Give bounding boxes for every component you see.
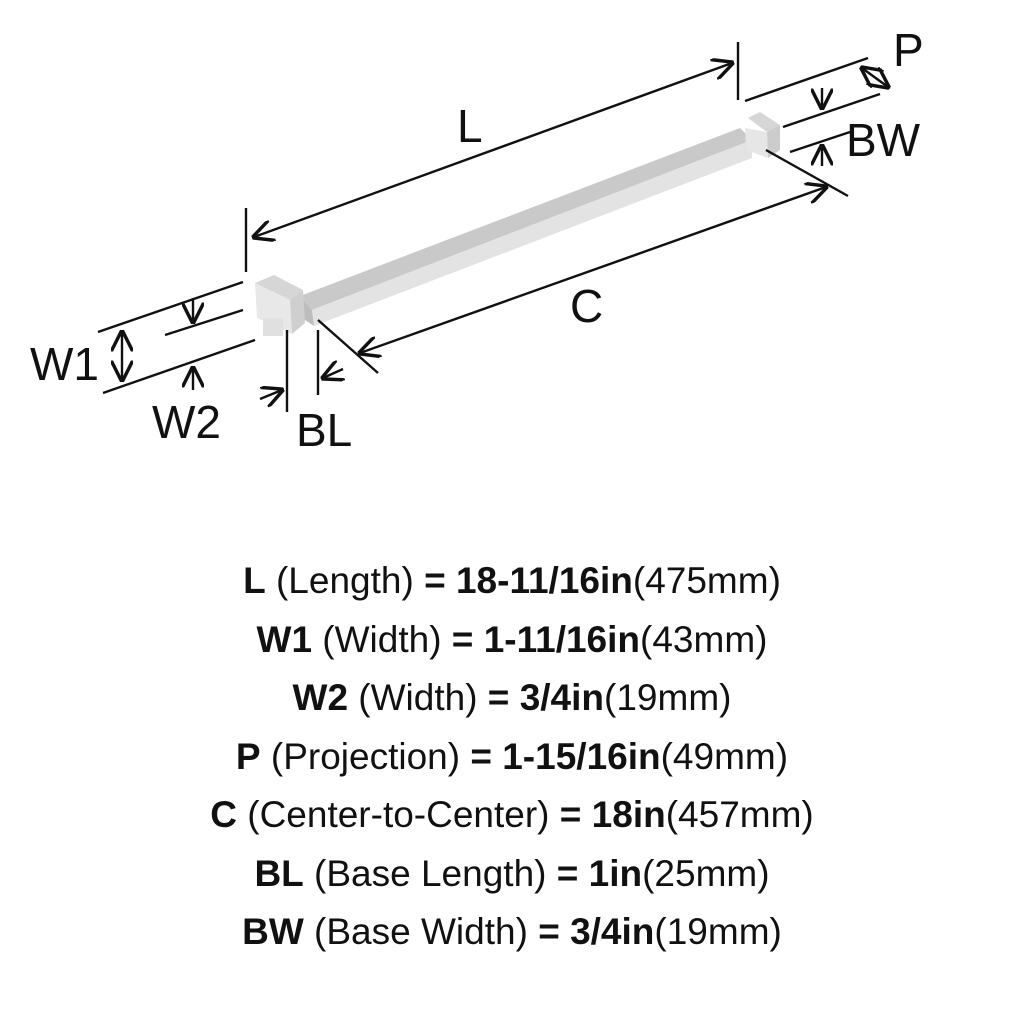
bw-extension-top <box>782 92 881 129</box>
spec-desc: (Length) <box>265 560 425 601</box>
spec-code: C <box>210 794 237 835</box>
spec-base-length: BL (Base Length) = 1in(25mm) <box>0 845 1024 904</box>
spec-code: W2 <box>292 677 349 718</box>
c-extension-left <box>317 319 379 374</box>
p-arrow <box>862 68 888 87</box>
spec-desc: (Base Length) <box>303 852 557 894</box>
spec-imperial: 1-11/16in <box>483 618 641 660</box>
label-p: P <box>893 24 924 76</box>
spec-imperial: 18in <box>591 794 666 835</box>
spec-width-2: W2 (Width) = 3/4in(19mm) <box>0 669 1024 728</box>
spec-width-1: W1 (Width) = 1-11/16in(43mm) <box>0 611 1024 670</box>
spec-desc: (Width) <box>348 677 488 718</box>
c-extension-right <box>765 148 849 198</box>
bl-arrow-right <box>323 369 343 378</box>
spec-eq: = <box>487 677 520 718</box>
spec-imperial: 3/4in <box>519 677 605 718</box>
spec-metric: (19mm) <box>654 911 782 952</box>
l-dimension-line <box>254 63 732 237</box>
spec-code: L <box>243 560 266 601</box>
dimension-diagram: L C P BW W1 W2 BL <box>30 24 924 456</box>
p-extension-top <box>744 56 869 103</box>
label-bw: BW <box>846 114 921 166</box>
spec-metric: (475mm) <box>632 560 781 601</box>
spec-code: P <box>235 735 261 777</box>
spec-eq: = <box>451 618 484 660</box>
label-bl: BL <box>296 404 352 456</box>
spec-eq: = <box>424 560 456 601</box>
specifications-list: L (Length) = 18-11/16in(475mm) W1 (Width… <box>0 552 1024 962</box>
spec-imperial: 3/4in <box>570 911 655 952</box>
spec-center-to-center: C (Center-to-Center) = 18in(457mm) <box>0 786 1024 845</box>
spec-imperial: 1in <box>588 852 643 894</box>
spec-base-width: BW (Base Width) = 3/4in(19mm) <box>0 903 1024 962</box>
bw-extension-bottom <box>789 130 851 154</box>
spec-metric: (49mm) <box>660 735 789 777</box>
spec-desc: (Center-to-Center) <box>236 794 560 835</box>
spec-code: W1 <box>256 618 313 660</box>
spec-eq: = <box>556 852 589 894</box>
c-dimension-line <box>360 187 826 353</box>
spec-code: BL <box>254 852 304 894</box>
spec-metric: (457mm) <box>665 794 814 835</box>
spec-desc: (Base Width) <box>303 911 539 952</box>
spec-imperial: 1-15/16in <box>502 735 661 777</box>
spec-eq: = <box>559 794 592 835</box>
w1-extension-top <box>97 280 244 334</box>
bl-arrow-left <box>259 390 282 399</box>
spec-eq: = <box>538 911 571 952</box>
spec-imperial: 18-11/16in <box>455 560 633 601</box>
spec-metric: (25mm) <box>642 852 770 894</box>
w2-extension-top <box>164 308 244 337</box>
spec-metric: (43mm) <box>640 618 768 660</box>
spec-eq: = <box>470 735 503 777</box>
spec-projection: P (Projection) = 1-15/16in(49mm) <box>0 728 1024 787</box>
handle-bar <box>255 112 780 336</box>
spec-code: BW <box>242 911 304 952</box>
label-w2: W2 <box>152 396 221 448</box>
w1-extension-bottom <box>102 338 256 395</box>
label-l: L <box>457 100 483 152</box>
spec-length: L (Length) = 18-11/16in(475mm) <box>0 552 1024 611</box>
spec-desc: (Width) <box>312 618 452 660</box>
label-c: C <box>570 280 603 332</box>
label-w1: W1 <box>30 338 99 390</box>
spec-desc: (Projection) <box>260 735 471 777</box>
spec-metric: (19mm) <box>604 677 732 718</box>
